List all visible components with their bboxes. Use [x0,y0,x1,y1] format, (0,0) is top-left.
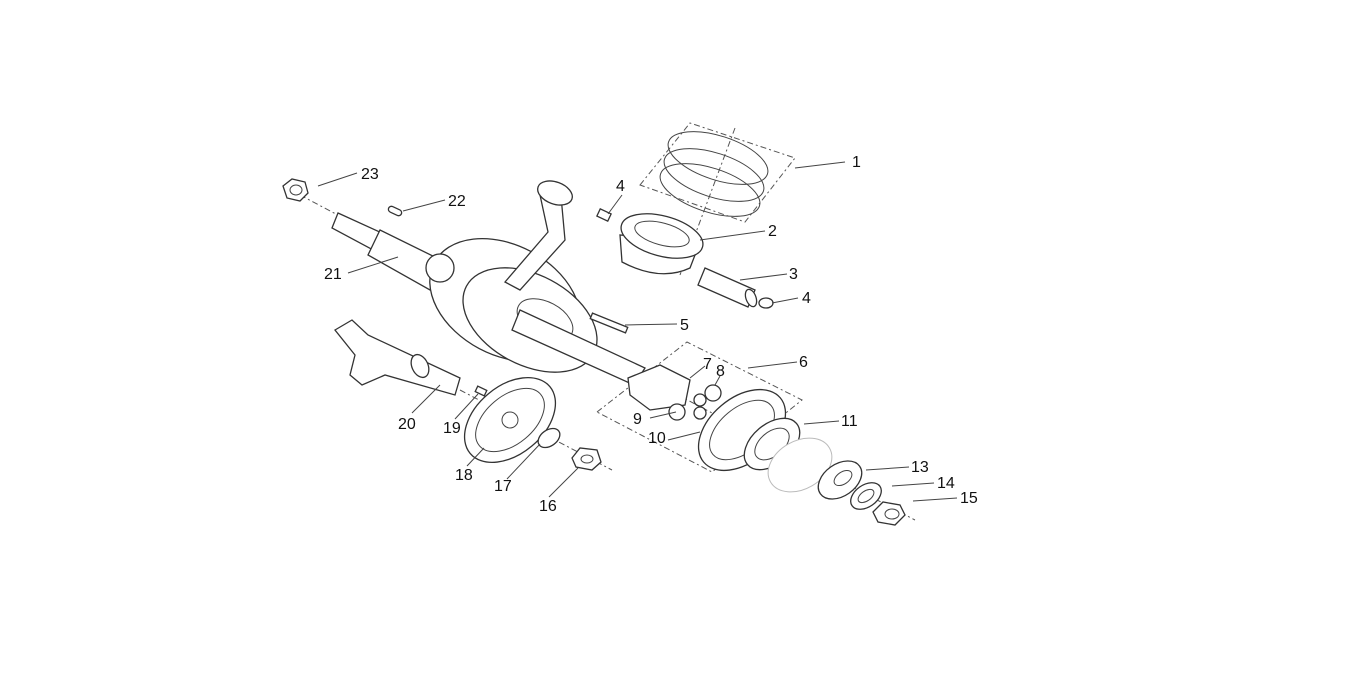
callout-label-2: 2 [768,223,777,240]
callout-label-20: 20 [398,416,416,433]
callout-leader-line [794,161,846,169]
callout-label-19: 19 [443,420,461,437]
callout-label-3: 3 [789,266,798,283]
drive-gear [767,437,833,493]
callout-label-21: 21 [324,266,342,283]
callout-leader-line [624,323,678,326]
piston [619,213,704,275]
callout-leader-line [667,431,701,441]
callout-label-23: 23 [361,166,379,183]
callout-leader-line [771,297,799,304]
piston-pin [697,267,758,308]
callout-label-4: 4 [616,178,625,195]
piston-ring-set [639,122,796,223]
callout-label-8: 8 [716,363,725,380]
callout-leader-line [803,420,840,425]
circlip [596,207,612,223]
callout-leader-line [317,172,358,187]
callout-leader-line [347,256,399,274]
callout-label-16: 16 [539,498,557,515]
callout-label-10: 10 [648,430,666,447]
callout-leader-line [506,443,541,480]
callout-leader-line [739,273,788,281]
callout-label-11: 11 [841,413,858,430]
callout-leader-line [891,482,935,487]
callout-leader-line [714,375,721,386]
callout-leader-line [607,194,623,215]
circlip [758,297,774,309]
callout-label-13: 13 [911,459,929,476]
callout-leader-line [649,411,677,419]
callout-label-14: 14 [937,475,955,492]
callout-label-17: 17 [494,478,512,495]
key [474,385,488,397]
callout-label-6: 6 [799,354,808,371]
callout-label-5: 5 [680,317,689,334]
callout-leader-line [865,466,910,471]
callout-label-18: 18 [455,467,473,484]
callout-label-1: 1 [852,154,861,171]
nut [571,447,602,471]
callout-leader-line [912,497,958,502]
nut [872,501,906,526]
callout-leader-line [747,361,798,369]
callout-leader-line [689,365,706,379]
callout-leader-line [411,384,441,414]
callout-label-7: 7 [703,356,712,373]
washer [850,482,882,510]
key [589,312,629,334]
callout-leader-line [454,393,479,420]
callout-leader-line [466,447,485,467]
callout-leader-line [699,230,766,241]
balance-shaft [334,319,461,396]
callout-label-4: 4 [802,290,811,307]
nut [282,178,309,202]
crankshaft-assembly [331,180,646,386]
callout-leader-line [402,199,446,212]
callout-label-22: 22 [448,193,466,210]
callout-leader-line [548,467,579,498]
callout-label-15: 15 [960,490,978,507]
balancer-driven-gear [463,376,557,464]
callout-label-9: 9 [633,411,642,428]
bushing [817,460,863,500]
woodruff-key [387,205,403,217]
